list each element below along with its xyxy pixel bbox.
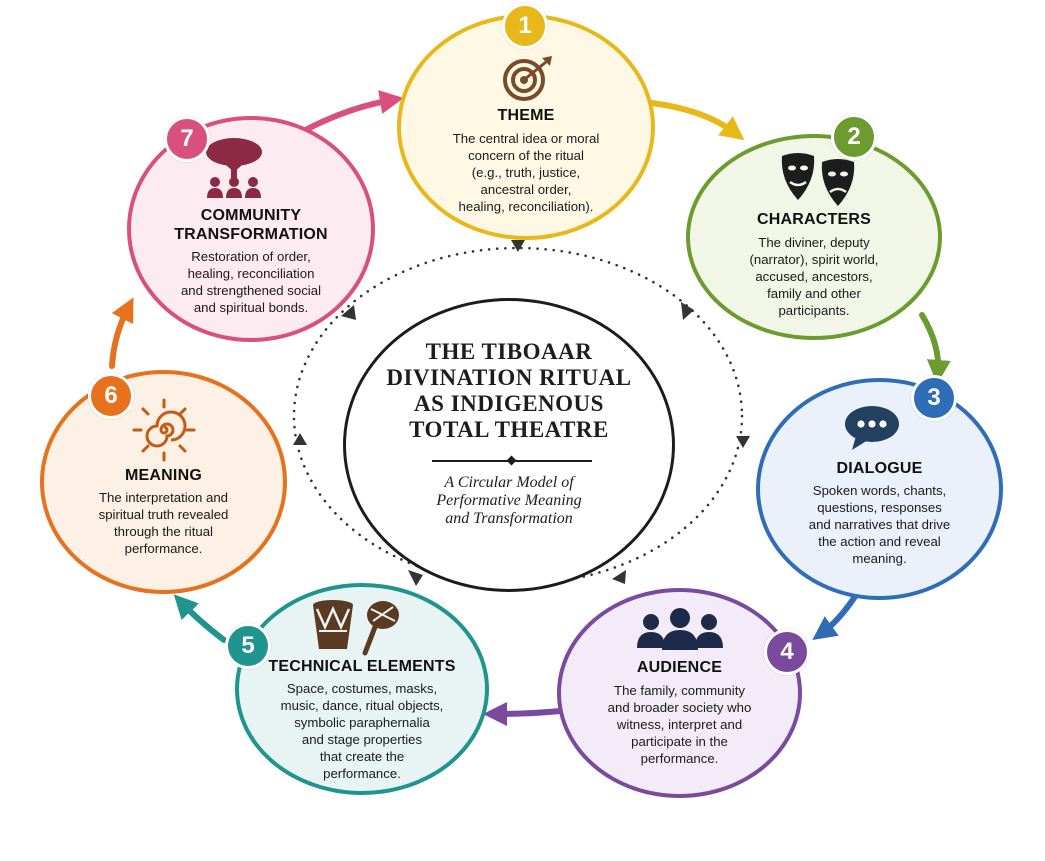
- node-desc-line: concern of the ritual: [468, 148, 584, 163]
- node-community-transformation: COMMUNITY TRANSFORMATION Restoration of …: [127, 116, 375, 342]
- spiral-sun-icon: [132, 398, 196, 462]
- ring-arrow-top-right: [681, 302, 694, 320]
- node-title: DIALOGUE: [836, 460, 923, 477]
- tree-community-icon: [201, 136, 267, 200]
- dotted-ring: [292, 246, 744, 586]
- drum-rattle-icon: [309, 597, 409, 657]
- step-badge-5: 5: [225, 623, 271, 669]
- node-desc-line: and broader society who: [607, 700, 752, 715]
- connector-characters-to-dialogue: [919, 312, 951, 384]
- step-badge-3: 3: [911, 375, 957, 421]
- node-desc-line: performance.: [124, 541, 203, 556]
- connector-technical-to-meaning: [173, 594, 227, 643]
- ring-arrow-bottom-left: [408, 570, 423, 586]
- node-desc-line: The interpretation and: [98, 490, 229, 505]
- node-desc-line: that create the: [319, 749, 405, 764]
- center-divider-diamond: [506, 455, 517, 466]
- connector-theme-to-characters: [649, 100, 745, 141]
- node-title: TRANSFORMATION: [174, 226, 328, 243]
- node-desc-line: and narratives that drive: [808, 517, 951, 532]
- node-desc-line: symbolic paraphernalia: [294, 715, 430, 730]
- connector-audience-to-technical: [483, 701, 563, 726]
- node-characters: CHARACTERS The diviner, deputy (narrator…: [686, 134, 942, 340]
- node-desc-line: Spoken words, chants,: [812, 483, 947, 498]
- node-title: CHARACTERS: [757, 211, 871, 228]
- masks-icon: [778, 150, 860, 208]
- node-desc-line: and stage properties: [301, 732, 423, 747]
- node-desc-line: performance.: [640, 751, 719, 766]
- step-badge-4: 4: [764, 629, 810, 675]
- ring-arrow-top-left: [341, 305, 356, 320]
- node-desc-line: through the ritual: [114, 524, 213, 539]
- node-desc-line: healing, reconciliation: [187, 266, 315, 281]
- node-desc-line: performance.: [323, 766, 401, 781]
- center-title: THE TIBOAAR DIVINATION RITUAL AS INDIGEN…: [346, 339, 672, 443]
- center-title-line: AS INDIGENOUS: [414, 391, 604, 416]
- node-title: TECHNICAL ELEMENTS: [268, 658, 456, 675]
- node-audience: AUDIENCE The family, community and broad…: [557, 588, 802, 798]
- speech-bubble-icon: [842, 404, 902, 454]
- node-desc-line: healing, reconciliation).: [458, 199, 594, 214]
- center-circle: THE TIBOAAR DIVINATION RITUAL AS INDIGEN…: [343, 298, 675, 592]
- node-desc-line: The family, community: [614, 683, 745, 698]
- connector-meaning-to-community: [109, 297, 134, 369]
- node-title: MEANING: [125, 467, 202, 484]
- people-group-icon: [633, 606, 727, 654]
- node-desc-line: and strengthened social: [180, 283, 322, 298]
- node-desc-line: (e.g., truth, justice,: [471, 165, 581, 180]
- step-badge-7: 7: [164, 116, 210, 162]
- node-desc-line: and spiritual bonds.: [193, 300, 309, 315]
- ring-arrow-top: [511, 240, 525, 252]
- step-badge-2: 2: [831, 114, 877, 160]
- node-title: AUDIENCE: [636, 659, 723, 676]
- node-desc-line: witness, interpret and: [616, 717, 743, 732]
- node-desc-line: music, dance, ritual objects,: [280, 698, 444, 713]
- node-dialogue: DIALOGUE Spoken words, chants, questions…: [756, 378, 1003, 600]
- node-desc-line: the action and reveal: [818, 534, 941, 549]
- node-desc-line: accused, ancestors,: [755, 269, 873, 284]
- center-title-line: DIVINATION RITUAL: [386, 365, 632, 390]
- node-desc-line: spiritual truth revealed: [98, 507, 229, 522]
- target-icon: [498, 54, 558, 102]
- node-title: COMMUNITY: [200, 207, 302, 224]
- connector-community-to-theme: [295, 90, 404, 137]
- center-title-line: TOTAL THEATRE: [409, 417, 609, 442]
- center-subtitle-line: Performative Meaning: [436, 492, 582, 509]
- node-desc-line: participants.: [778, 303, 850, 318]
- node-desc-line: The diviner, deputy: [758, 235, 870, 250]
- node-technical-elements: TECHNICAL ELEMENTS Space, costumes, mask…: [235, 583, 489, 795]
- node-desc-line: participate in the: [631, 734, 728, 749]
- node-desc-line: family and other: [767, 286, 861, 301]
- node-title: THEME: [497, 107, 555, 124]
- node-desc-line: (narrator), spirit world,: [749, 252, 879, 267]
- center-subtitle-line: and Transformation: [445, 510, 573, 527]
- step-badge-1: 1: [502, 3, 548, 49]
- center-subtitle-line: A Circular Model of: [444, 474, 574, 491]
- node-desc-line: questions, responses: [817, 500, 942, 515]
- ring-arrow-left: [293, 433, 307, 445]
- ring-arrow-bottom-right: [612, 570, 626, 584]
- node-desc-line: ancestral order,: [480, 182, 572, 197]
- node-desc-line: meaning.: [852, 551, 907, 566]
- node-desc-line: The central idea or moral: [452, 131, 600, 146]
- ring-arrow-right: [736, 436, 750, 448]
- center-subtitle: A Circular Model of Performative Meaning…: [346, 474, 672, 528]
- center-title-line: THE TIBOAAR: [425, 339, 593, 364]
- step-badge-6: 6: [88, 373, 134, 419]
- node-meaning: MEANING The interpretation and spiritual…: [40, 370, 287, 594]
- node-desc-line: Space, costumes, masks,: [286, 681, 438, 696]
- node-desc-line: Restoration of order,: [191, 249, 311, 264]
